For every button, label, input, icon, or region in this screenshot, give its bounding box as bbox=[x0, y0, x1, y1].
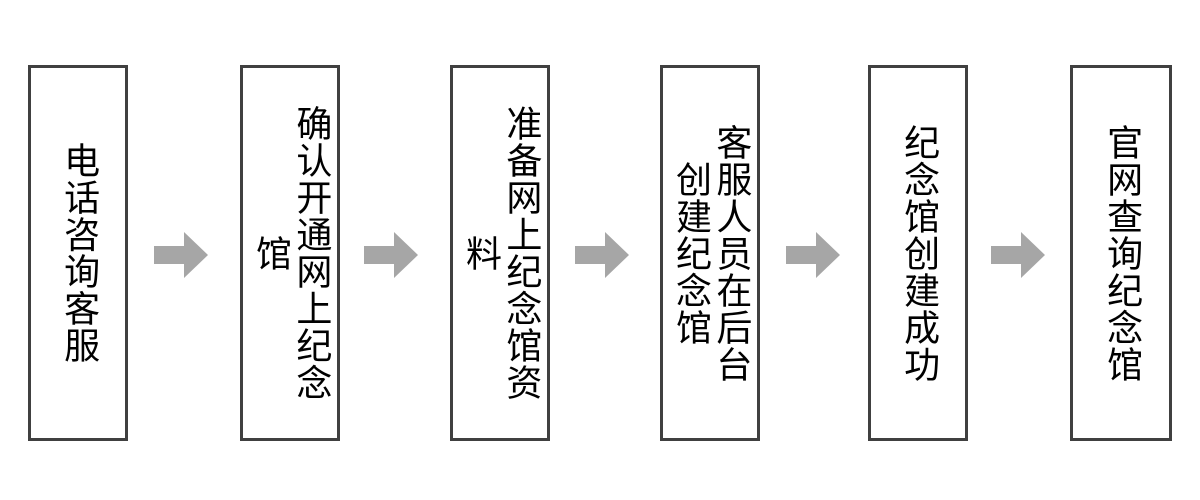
flow-node-support-staff-creates-memorial[interactable]: 客服人员在后台创建纪念馆 bbox=[660, 65, 760, 441]
flow-node-label: 纪念馆创建成功 bbox=[898, 123, 940, 383]
flow-arrow-right-icon bbox=[575, 232, 629, 278]
flow-node-label: 准备网上纪念馆资料 bbox=[460, 105, 542, 401]
flow-node-prepare-memorial-materials[interactable]: 准备网上纪念馆资料 bbox=[450, 65, 550, 441]
flow-node-query-memorial-on-official-site[interactable]: 官网查询纪念馆 bbox=[1070, 65, 1172, 441]
flow-arrow-right-icon bbox=[991, 232, 1045, 278]
flow-arrow-right-icon bbox=[364, 232, 418, 278]
flow-arrow-right-icon bbox=[786, 232, 840, 278]
flow-node-phone-consult-support[interactable]: 电话咨询客服 bbox=[28, 65, 128, 441]
flow-node-label: 官网查询纪念馆 bbox=[1101, 123, 1143, 383]
flow-node-label: 客服人员在后台创建纪念馆 bbox=[670, 123, 752, 383]
flow-node-label: 确认开通网上纪念馆 bbox=[250, 105, 332, 401]
flow-arrow-right-icon bbox=[154, 232, 208, 278]
flow-node-confirm-open-online-memorial[interactable]: 确认开通网上纪念馆 bbox=[240, 65, 340, 441]
flow-node-label: 电话咨询客服 bbox=[58, 142, 100, 364]
flow-node-memorial-created-successfully[interactable]: 纪念馆创建成功 bbox=[868, 65, 968, 441]
